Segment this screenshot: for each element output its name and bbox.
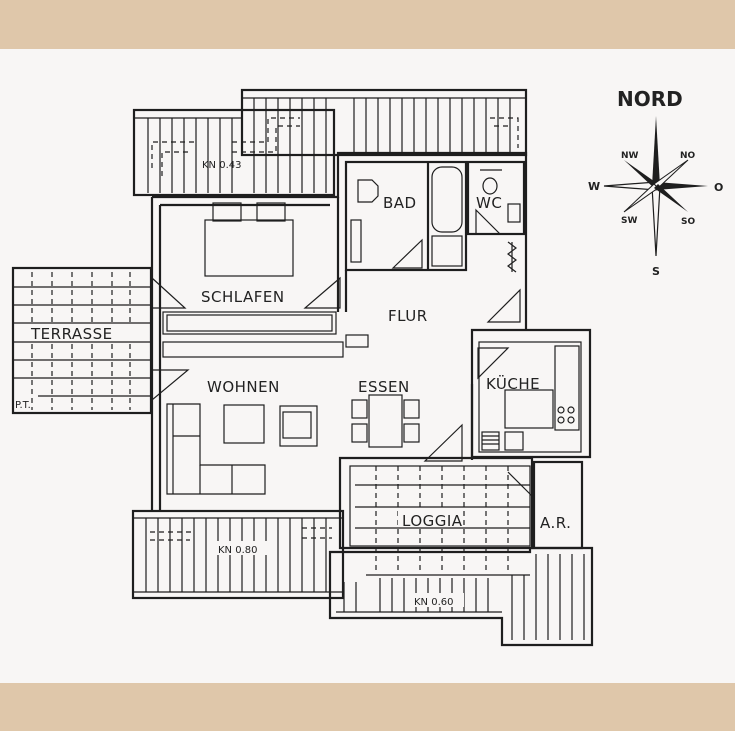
roof-slope-bottom-right: KN 0.60: [328, 546, 594, 647]
door-swing: [303, 276, 341, 309]
compass-title: NORD: [617, 87, 683, 111]
top-border-band: [0, 0, 735, 49]
bathtub: [431, 166, 463, 233]
compass-rose: NORD NW NO W O SW SO S: [588, 87, 723, 278]
roof-slope-bottom-left: KN 0.80: [131, 509, 345, 600]
room-label-bad: BAD: [383, 194, 417, 212]
compass-star-icon: [603, 116, 708, 257]
corner-sofa: [166, 403, 266, 495]
sink: [504, 431, 524, 451]
door-swing: [475, 208, 502, 235]
coffee-table: [223, 404, 265, 444]
shower: [431, 235, 463, 267]
storage-room: A.R.: [532, 460, 584, 550]
bottom-border-band: [0, 683, 735, 731]
pt-annotation: P.T.: [15, 400, 31, 411]
terrace: TERRASSE P.T.: [11, 266, 153, 415]
double-bed: [204, 219, 294, 277]
door-swing: [423, 423, 463, 462]
dining-table: [368, 394, 403, 448]
room-label-ar: A.R.: [540, 514, 571, 532]
compass-sw: SW: [621, 216, 637, 226]
door-swing: [477, 347, 510, 380]
door-swing: [151, 369, 190, 402]
compass-w: W: [588, 180, 600, 193]
counter: [504, 389, 554, 429]
roof-kn-bottom-right-label: KN 0.60: [414, 597, 453, 608]
compass-nw: NW: [621, 151, 639, 161]
armchair: [279, 405, 318, 447]
compass-no: NO: [680, 151, 696, 161]
room-label-terrasse: TERRASSE: [30, 325, 113, 343]
door-swing: [486, 288, 521, 323]
room-label-kueche: KÜCHE: [486, 374, 540, 393]
wardrobe: [162, 341, 344, 358]
compass-so: SO: [681, 217, 695, 227]
room-label-essen: ESSEN: [358, 378, 410, 396]
counter: [554, 345, 580, 431]
room-label-schlafen: SCHLAFEN: [201, 288, 285, 306]
washbasin: [357, 179, 379, 203]
room-label-wc: WC: [476, 194, 502, 212]
roof-kn-top-label: KN 0.43: [202, 160, 241, 171]
compass-o: O: [714, 181, 723, 194]
bathroom: BAD: [344, 160, 468, 272]
room-label-loggia: LOGGIA: [402, 512, 463, 530]
room-label-flur: FLUR: [388, 307, 428, 325]
toilet: [482, 177, 498, 195]
living-dining: WOHNEN ESSEN: [151, 369, 463, 495]
loggia: LOGGIA: [338, 456, 534, 570]
radiator: [481, 431, 500, 451]
door-swing: [151, 276, 187, 309]
roof-slope-top: KN 0.43: [132, 88, 528, 197]
exterior-walls: [150, 151, 528, 510]
kitchen: KÜCHE: [470, 328, 592, 460]
room-label-wohnen: WOHNEN: [207, 378, 280, 396]
stairs-symbol: [507, 241, 517, 273]
wardrobe: [162, 311, 337, 335]
bedroom: SCHLAFEN: [151, 197, 348, 358]
hallway: FLUR: [345, 288, 521, 348]
wc-room: WC: [466, 160, 526, 273]
door-swing: [391, 238, 423, 269]
roof-kn-bottom-left-label: KN 0.80: [218, 545, 257, 556]
compass-s: S: [652, 265, 660, 278]
